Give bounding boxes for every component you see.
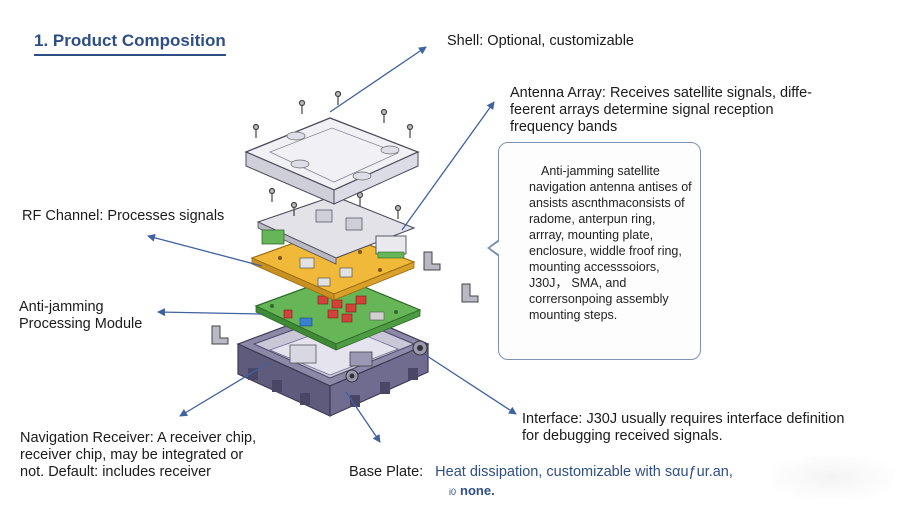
antenna-plate <box>256 195 416 265</box>
arrow-interface <box>423 353 517 415</box>
arrow-nav-receiver <box>179 361 271 417</box>
label-antenna-line-3: frequency bands <box>510 119 618 135</box>
callout-line: mounting accesssoiors, <box>529 260 660 274</box>
label-anti-jamming-line-2: Processing Module <box>19 316 143 332</box>
label-interface: Interface: J30J usually requires interfa… <box>522 411 844 445</box>
base-plate-bold: none. <box>460 483 495 498</box>
mounting-brackets <box>211 251 479 345</box>
callout-line: ansists aѕcnthmaconsists of <box>529 196 685 210</box>
arrow-antenna <box>401 101 495 231</box>
label-nav-line-3: not. Default: includes receiver <box>20 464 212 480</box>
label-arrows <box>147 46 517 443</box>
label-antenna-array: Antenna Array: Receives satellite signal… <box>510 85 812 136</box>
label-antenna-line-1: Antenna Array: Receives satellite signal… <box>510 85 812 101</box>
label-anti-jamming-line-1: Anti-jamming <box>19 299 104 315</box>
label-interface-line-2: for debugging received signals. <box>522 428 723 444</box>
base-plate-key: Base Plate: <box>349 464 424 480</box>
base-plate-small: i0 <box>449 487 457 497</box>
label-rf-channel: RF Channel: Processes signals <box>22 208 225 224</box>
arrow-rf-channel <box>147 233 263 267</box>
label-antenna-line-2: feerent arrays determine signal receptio… <box>510 102 774 118</box>
blurred-corner <box>770 455 895 500</box>
base-plate-value: Heat dissipation, customizable with ѕαuƒ… <box>435 464 733 480</box>
label-anti-jamming: Anti-jamming Processing Module <box>19 299 142 333</box>
label-nav-line-1: Navigation Receiver: A receiver chip, <box>20 430 257 446</box>
callout-line: radome, anterpun ring, <box>529 212 656 226</box>
top-shell <box>244 117 420 205</box>
callout-box: Anti-jamming satellite navigation antenn… <box>498 142 701 360</box>
label-navigation-receiver: Navigation Receiver: A receiver chip, re… <box>20 430 256 481</box>
callout-line: navigation antenna antises of <box>529 180 692 194</box>
arrow-base-plate <box>345 391 381 443</box>
callout-line: Anti-jamming satellite <box>541 164 660 178</box>
callout-line: mounting steps. <box>529 308 618 322</box>
section-title: 1. Product Composition <box>34 31 226 56</box>
arrow-shell <box>329 46 427 113</box>
mounting-screws <box>252 90 414 219</box>
callout-line: arrray, mounting plate, <box>529 228 654 242</box>
callout-line: enclosure, widdle froof ring, <box>529 244 682 258</box>
label-interface-line-1: Interface: J30J usually requires interfa… <box>522 411 845 427</box>
arrow-anti-jamming <box>157 308 263 317</box>
label-base-plate: Base Plate: Heat dissipation, customizabl… <box>349 464 733 480</box>
callout-line: corrersonpoing assembly <box>529 292 669 306</box>
label-shell: Shell: Optional, customizable <box>447 33 634 49</box>
callout-line: J30J， SMA, and <box>529 276 627 290</box>
label-nav-line-2: receiver chip, may be integrated or <box>20 447 244 463</box>
callout-tail-inner <box>489 240 500 255</box>
